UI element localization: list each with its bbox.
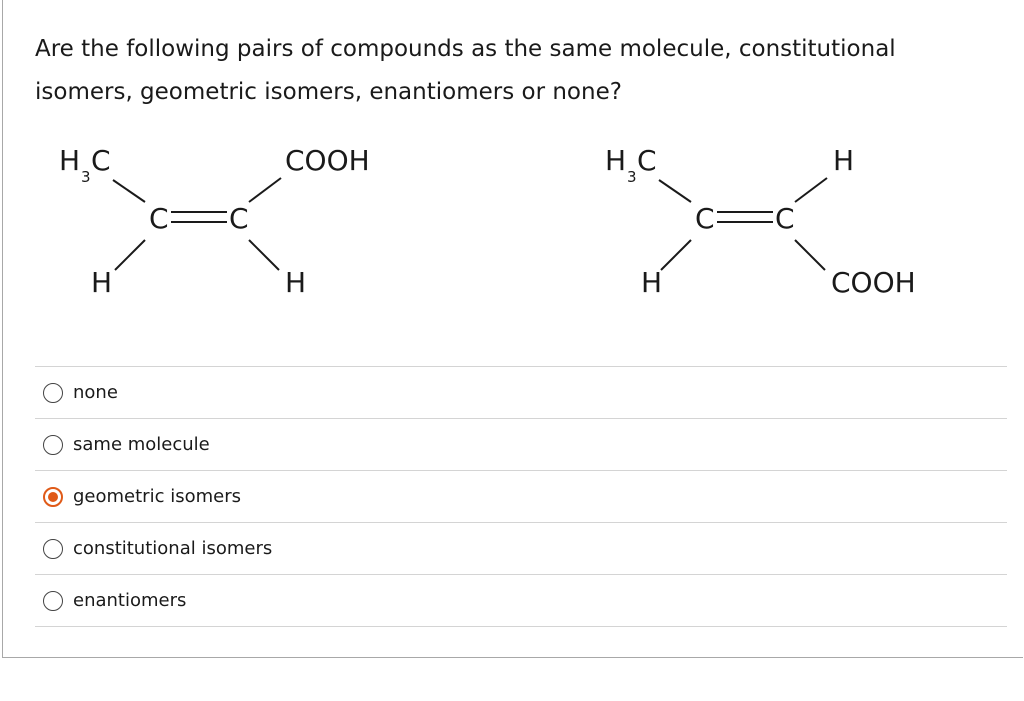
left-h3c-c: C [91,144,111,177]
radio-button[interactable] [43,434,63,455]
right-bond-lower-left [660,239,692,271]
question-card: Are the following pairs of compounds as … [2,0,1023,658]
structures-svg: H 3 C COOH C C H H H 3 C H C [59,144,916,299]
option-enantiomers[interactable]: enantiomers [35,575,1007,627]
option-geometric-isomers[interactable]: geometric isomers [35,471,1007,523]
left-bond-lower-right [248,239,280,271]
right-bond-upper-right [794,177,828,203]
option-label: none [73,382,118,403]
right-h-bottom-left: H [641,266,662,299]
question-line-1: Are the following pairs of compounds as … [35,36,896,62]
right-carbon-1: C [695,202,715,235]
right-h3c-h: H [605,144,626,177]
left-carbon-1: C [149,202,169,235]
left-h3c-h: H [59,144,80,177]
question-text: Are the following pairs of compounds as … [35,28,995,114]
option-none[interactable]: none [35,367,1007,419]
option-constitutional-isomers[interactable]: constitutional isomers [35,523,1007,575]
right-h-top-right: H [833,144,854,177]
left-bond-upper-left [112,179,146,203]
radio-button[interactable] [43,382,63,403]
option-label: same molecule [73,434,210,455]
structures-figure: H 3 C COOH C C H H H 3 C H C [35,130,1024,350]
left-bond-lower-left [114,239,146,271]
radio-button[interactable] [43,486,63,507]
option-label: constitutional isomers [73,538,273,559]
radio-button[interactable] [43,590,63,611]
option-same-molecule[interactable]: same molecule [35,419,1007,471]
left-h3c-subscript: 3 [81,168,91,186]
radio-button[interactable] [43,538,63,559]
structure-right: H 3 C H C C H COOH [605,144,916,299]
left-h-bottom-right: H [285,266,306,299]
left-carbon-2: C [229,202,249,235]
structure-left: H 3 C COOH C C H H [59,144,370,299]
right-cooh: COOH [831,266,916,299]
left-bond-upper-right [248,177,282,203]
question-line-2: isomers, geometric isomers, enantiomers … [35,79,622,105]
left-cooh: COOH [285,144,370,177]
option-label: geometric isomers [73,486,241,507]
option-label: enantiomers [73,590,187,611]
answer-options: none same molecule geometric isomers con… [35,366,1007,627]
right-h3c-subscript: 3 [627,168,637,186]
right-h3c-c: C [637,144,657,177]
right-carbon-2: C [775,202,795,235]
right-bond-upper-left [658,179,692,203]
right-bond-lower-right [794,239,826,271]
left-h-bottom-left: H [91,266,112,299]
